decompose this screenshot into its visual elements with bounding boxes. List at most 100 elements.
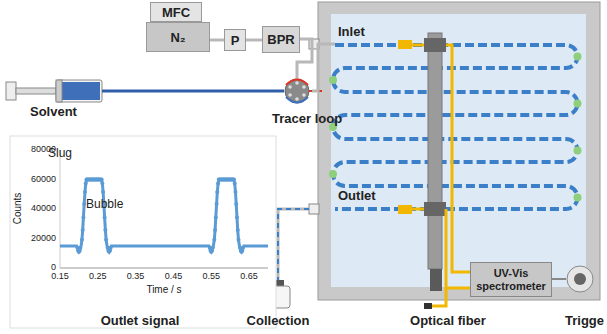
- signal-point: [231, 178, 235, 182]
- signal-point: [103, 228, 107, 232]
- syringe-piston: [56, 80, 62, 102]
- gas-line: [246, 39, 262, 42]
- valve-port: [288, 93, 292, 97]
- chip-area: [331, 14, 586, 287]
- heating-block: [318, 2, 600, 300]
- signal-point: [216, 181, 220, 185]
- chart-title: Outlet signal: [101, 313, 180, 328]
- part-label: Inlet: [338, 24, 365, 39]
- part-label: Optical fiber: [410, 313, 486, 328]
- gas-line: [210, 39, 224, 42]
- signal-point: [241, 246, 245, 250]
- signal-point: [235, 215, 239, 219]
- signal-point: [101, 190, 105, 194]
- node-label: P: [231, 33, 240, 48]
- valve-port: [288, 85, 292, 89]
- syringe-barrel: [56, 80, 102, 102]
- node-label: UV-Vis spectrometer: [474, 267, 548, 291]
- part-label: Collection: [247, 313, 310, 328]
- syringe-rod: [16, 88, 56, 94]
- signal-point: [99, 178, 103, 182]
- fiber-tail: [430, 288, 446, 306]
- signal-point: [78, 246, 82, 250]
- optical-fiber: [446, 209, 470, 288]
- tick-label: 0: [51, 262, 56, 272]
- signal-point: [233, 181, 237, 185]
- signal-point: [233, 190, 237, 194]
- axis-title: Counts: [12, 192, 23, 224]
- part-label: Trigge: [565, 313, 604, 328]
- fiber: [412, 44, 424, 47]
- column: [428, 33, 442, 269]
- signal-point: [214, 215, 218, 219]
- signal-point: [232, 178, 236, 182]
- solvent-fill: [62, 82, 100, 100]
- signal-point: [236, 228, 240, 232]
- part-label: Tracer loop: [272, 111, 342, 126]
- tick-label: 0.25: [89, 271, 107, 281]
- signal-point: [212, 238, 216, 242]
- tracer-loop: [286, 97, 308, 103]
- signal-point: [80, 238, 84, 242]
- signal-point: [81, 215, 85, 219]
- part-label: Solvent: [30, 104, 77, 119]
- valve-port: [295, 81, 299, 85]
- bpr-box: BPR: [262, 26, 300, 53]
- signal-point: [213, 228, 217, 232]
- tick-label: 60000: [31, 174, 56, 184]
- signal-label: Bubble: [86, 197, 123, 211]
- signal-point: [215, 190, 219, 194]
- solvent-line: [102, 90, 284, 93]
- signal-point: [215, 202, 219, 206]
- pressure-gauge: P: [224, 29, 246, 51]
- tick-label: 0.55: [203, 271, 221, 281]
- optical-fiber: [446, 45, 470, 272]
- fiber-tip: [424, 303, 432, 309]
- tracer-loop-red: [286, 80, 308, 86]
- tick-label: 0.45: [165, 271, 183, 281]
- six-port-valve: [285, 79, 309, 103]
- tick-label: 20000: [31, 233, 56, 243]
- tick-label: 0.15: [51, 271, 69, 281]
- valve-port: [302, 93, 306, 97]
- node-label: MFC: [162, 5, 190, 20]
- trigger-wire: [552, 278, 566, 280]
- syringe-plunger: [6, 82, 16, 100]
- column-base: [430, 269, 442, 291]
- turn-marker: [574, 147, 582, 155]
- node-label: N₂: [170, 30, 185, 45]
- turn-marker: [329, 76, 337, 84]
- part-label: Outlet: [338, 188, 376, 203]
- outlet-line: [278, 209, 309, 284]
- signal-point: [211, 246, 215, 250]
- node-label: BPR: [267, 32, 294, 47]
- serpentine-channel: [333, 45, 578, 209]
- fiber: [412, 208, 424, 211]
- trigger-button: [574, 273, 586, 285]
- signal-point: [234, 202, 238, 206]
- valve-port: [295, 97, 299, 101]
- signal-point: [82, 202, 86, 206]
- signal-point: [237, 238, 241, 242]
- trigger: [567, 266, 593, 292]
- turn-marker: [329, 170, 337, 178]
- turn-marker: [574, 53, 582, 61]
- turn-marker: [574, 194, 582, 202]
- y-axis: [60, 150, 61, 268]
- x-axis: [60, 268, 268, 269]
- probe: [398, 40, 412, 49]
- tick-label: 0.35: [127, 271, 145, 281]
- signal-point: [100, 178, 104, 182]
- signal-point: [83, 190, 87, 194]
- signal-point: [104, 238, 108, 242]
- signal-line: [60, 180, 268, 252]
- axis-title: Time / s: [146, 284, 181, 295]
- spectrometer-box: UV-Vis spectrometer: [470, 262, 552, 297]
- signal-point: [100, 181, 104, 185]
- tick-label: 80000: [31, 144, 56, 154]
- turn-marker: [574, 100, 582, 108]
- probe: [398, 205, 412, 214]
- outlet-flow: [278, 209, 309, 284]
- valve-port: [302, 85, 306, 89]
- signal-point: [109, 246, 113, 250]
